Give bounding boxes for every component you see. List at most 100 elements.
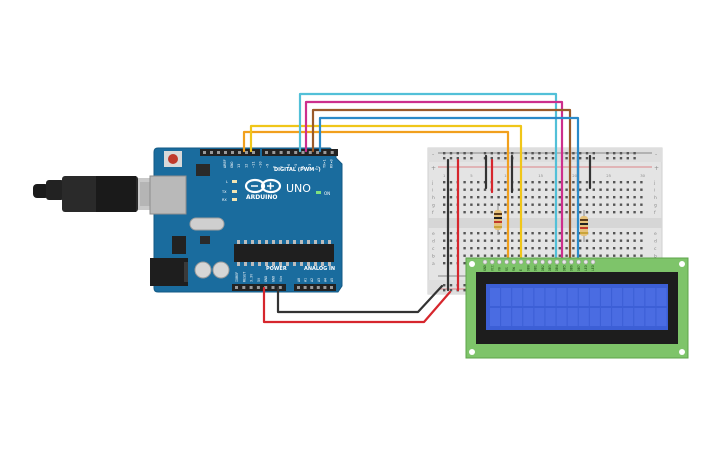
wire-cyan bbox=[298, 92, 558, 264]
lcd-char-cell bbox=[567, 288, 578, 306]
signal-wires bbox=[242, 92, 580, 324]
row-letter: e bbox=[432, 232, 435, 237]
analog-header-label: ANALOG IN bbox=[304, 266, 335, 272]
lcd-char-cell bbox=[556, 308, 567, 326]
digital-pin-label: 2 bbox=[315, 166, 319, 168]
on-label: ON bbox=[324, 191, 330, 196]
row-letter: i bbox=[432, 188, 433, 194]
column-number: 1 bbox=[443, 173, 446, 178]
wire-orange bbox=[242, 130, 510, 264]
lcd-char-cell bbox=[556, 288, 567, 306]
rx-label: RX bbox=[222, 198, 227, 202]
lcd-pin-label: LED bbox=[591, 265, 595, 271]
lcd-char-cell bbox=[512, 308, 523, 326]
power-pin-label: GND bbox=[272, 276, 276, 282]
lcd-pin-label: DB4 bbox=[555, 265, 559, 271]
lcd-pin-label: DB1 bbox=[534, 265, 538, 271]
rail-minus-left: - bbox=[432, 151, 434, 158]
column-number: 25 bbox=[606, 173, 611, 178]
lcd-pin-label: DB5 bbox=[562, 265, 566, 271]
arduino-logo bbox=[244, 178, 282, 194]
row-letter: g bbox=[654, 204, 657, 209]
analog-pin-label: A2 bbox=[310, 278, 314, 282]
lcd-pin-label: VCC bbox=[490, 265, 494, 271]
wire-magenta bbox=[304, 100, 564, 264]
lcd-pin-label: RW bbox=[512, 267, 516, 271]
lcd-char-cell bbox=[501, 308, 512, 326]
digital-pin-label: 12 bbox=[244, 164, 248, 168]
lcd-char-cell bbox=[612, 288, 623, 306]
row-letter: d bbox=[654, 239, 657, 245]
rail-plus-right: + bbox=[654, 165, 659, 172]
power-pin-label: 5V bbox=[257, 278, 261, 282]
digital-pin-label: ~3 bbox=[308, 164, 312, 168]
row-letter: b bbox=[654, 254, 657, 260]
lcd-char-cell bbox=[578, 288, 589, 306]
digital-pin-label: ~9 bbox=[266, 164, 270, 168]
lcd-pin-label: DB0 bbox=[526, 265, 530, 271]
digital-pin-label: 8 bbox=[273, 166, 277, 168]
rail-minus-right: - bbox=[655, 151, 657, 158]
row-letter: a bbox=[432, 262, 435, 267]
wire-brown bbox=[311, 108, 572, 264]
analog-pin-label: A3 bbox=[317, 278, 321, 282]
column-number: 20 bbox=[572, 173, 577, 178]
row-letter: e bbox=[654, 232, 657, 237]
arduino-brand-label: ARDUINO bbox=[246, 194, 277, 201]
lcd-char-cell bbox=[645, 288, 656, 306]
lcd-char-cell bbox=[656, 288, 667, 306]
resistor-1 bbox=[494, 205, 502, 235]
lcd-char-cell bbox=[589, 308, 600, 326]
analog-pin-label: A4 bbox=[323, 278, 327, 282]
lcd-char-cell bbox=[523, 308, 534, 326]
digital-pin-label: ~5 bbox=[294, 164, 298, 168]
digital-header-label: DIGITAL (PWM~) bbox=[274, 167, 321, 173]
digital-pin-label: RX◂0 bbox=[330, 159, 334, 168]
lcd-char-cell bbox=[534, 288, 545, 306]
row-letter: b bbox=[432, 254, 435, 260]
digital-pin-label: ~11 bbox=[251, 162, 255, 169]
lcd-char-cell bbox=[601, 288, 611, 306]
arduino-model-label: UNO bbox=[286, 182, 311, 195]
wire-yellow bbox=[249, 124, 523, 264]
reset-button[interactable] bbox=[164, 151, 182, 167]
lcd-char-cell bbox=[601, 308, 611, 326]
column-number: 15 bbox=[538, 173, 543, 178]
lcd-pin-label: DB3 bbox=[548, 265, 552, 271]
analog-pin-label: A0 bbox=[297, 278, 301, 282]
lcd-char-cell bbox=[545, 308, 556, 326]
lcd-char-cell bbox=[512, 288, 523, 306]
row-letter: g bbox=[432, 204, 435, 209]
lcd-pin-label: DB7 bbox=[577, 265, 581, 271]
digital-pin-label: 7 bbox=[280, 166, 284, 168]
power-pin-label: Vin bbox=[279, 276, 283, 282]
digital-pin-label: AREF bbox=[223, 159, 227, 168]
arduino-uno-board: ARDUINO UNO DIGITAL (PWM~) ON TX RX L PO… bbox=[149, 147, 343, 293]
lcd-char-cell bbox=[490, 288, 500, 306]
lcd-char-cell bbox=[656, 308, 667, 326]
tx-label: TX bbox=[221, 190, 227, 194]
row-letter: h bbox=[432, 195, 435, 201]
lcd-char-cell bbox=[578, 308, 589, 326]
wire-gnd-black bbox=[276, 284, 444, 314]
digital-header bbox=[200, 149, 338, 156]
analog-pin-label: A1 bbox=[304, 278, 308, 282]
lcd-pin-label: E bbox=[519, 269, 523, 271]
lcd-char-cell bbox=[645, 308, 656, 326]
digital-pin-label: TX▸1 bbox=[322, 159, 326, 168]
lcd-char-cell bbox=[545, 288, 556, 306]
row-letter: j bbox=[431, 180, 433, 186]
row-letter: d bbox=[432, 239, 435, 245]
power-pin-label: IOREF bbox=[235, 272, 239, 282]
lcd-pin-label: LED bbox=[584, 265, 588, 271]
lcd-char-cell bbox=[490, 308, 500, 326]
digital-pin-label: 13 bbox=[237, 164, 241, 168]
lcd-char-cell bbox=[523, 288, 534, 306]
analog-pin-label: A5 bbox=[330, 278, 334, 282]
lcd-char-cell bbox=[634, 308, 645, 326]
power-pin-label: RESET bbox=[242, 272, 246, 282]
lcd-char-cell bbox=[567, 308, 578, 326]
lcd-char-cell bbox=[623, 308, 634, 326]
digital-pin-label: ~10 bbox=[259, 162, 263, 169]
